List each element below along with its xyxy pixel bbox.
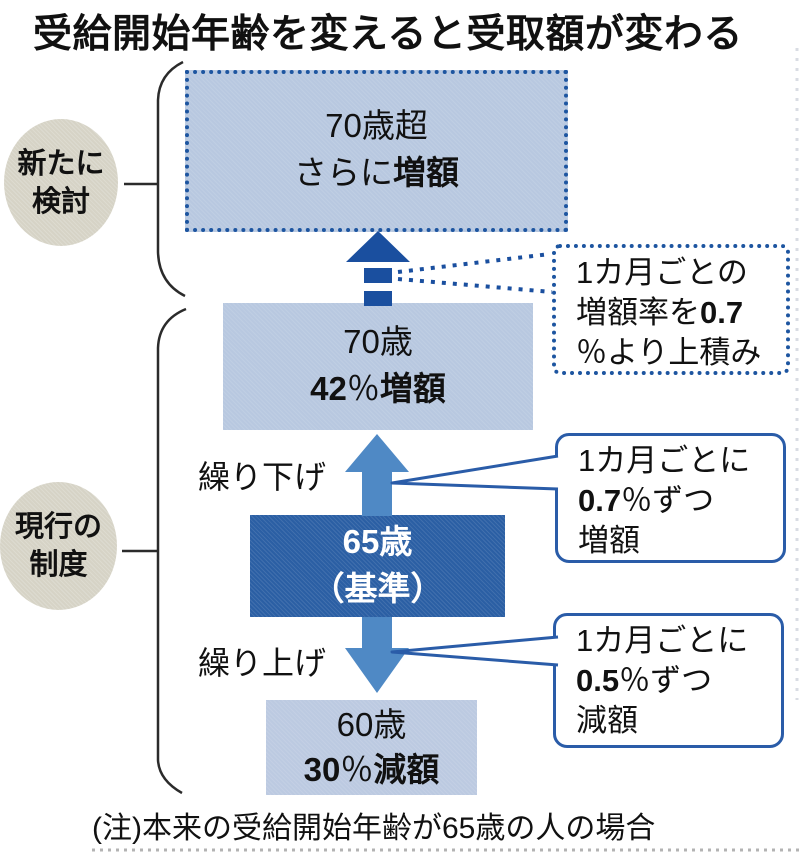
- callout-defer-line2-bold: 0.7: [578, 483, 622, 518]
- box-age-70-age: 70歳: [343, 323, 413, 360]
- box-age-60-effect: 30％減額: [266, 747, 477, 792]
- box-age-60-pct-sign: ％: [340, 751, 374, 788]
- bracket-current-icon: [122, 307, 187, 795]
- callout-over-70-line2-bold: 0.7: [700, 295, 744, 330]
- side-label-new-review-line2: 検討: [31, 185, 90, 218]
- box-over-70-effect: さらに増額: [189, 149, 564, 196]
- box-over-70-effect-bold: 増額: [393, 154, 459, 191]
- callout-over-70-line1: 1カ月ごとの: [576, 255, 748, 290]
- box-age-70-effect: 42％増額: [223, 365, 533, 412]
- box-age-70: 70歳 42％増額: [223, 303, 533, 430]
- callout-over-70-line2-normal: 増額率を: [576, 295, 700, 330]
- box-age-65-age: 65歳: [342, 523, 413, 560]
- callout-advance-line2-bold: 0.5: [576, 663, 620, 698]
- callout-advance-line2-normal: ％ずつ: [619, 663, 713, 698]
- label-defer: 繰り下げ: [198, 459, 327, 495]
- box-over-70-effect-prefix: さらに: [294, 154, 393, 191]
- box-age-65-basis: （基準）: [311, 570, 444, 607]
- side-label-current-system-line1: 現行の: [14, 511, 102, 543]
- box-age-70-pct: 42: [310, 370, 347, 407]
- callout-defer-tail-icon: [390, 454, 559, 491]
- callout-advance-line2: 0.5％ずつ: [576, 661, 781, 701]
- callout-defer-line1: 1カ月ごとに: [578, 443, 751, 478]
- box-age-60: 60歳 30％減額: [266, 700, 477, 795]
- callout-defer-line2: 0.7％ずつ: [578, 481, 783, 521]
- box-age-65-base: 65歳 （基準）: [250, 515, 505, 617]
- callout-advance-line1: 1カ月ごとに: [576, 623, 749, 658]
- callout-advance: 1カ月ごとに 0.5％ずつ 減額: [553, 613, 784, 748]
- callout-defer-line2-normal: ％ずつ: [621, 483, 715, 518]
- dashed-up-arrow-icon: [346, 231, 410, 306]
- box-over-70-age: 70歳超: [325, 107, 428, 144]
- box-age-70-pct-sign: ％: [346, 370, 380, 407]
- callout-defer-line3: 増額: [578, 523, 640, 558]
- callout-advance-tail-icon: [390, 635, 559, 667]
- side-label-new-review-line1: 新たに: [17, 147, 105, 180]
- page-title: 受給開始年齢を変えると受取額が変わる: [33, 13, 743, 56]
- bracket-new-icon: [124, 60, 186, 298]
- down-arrow-icon: [345, 617, 409, 693]
- callout-over-70-line2: 増額率を0.7: [576, 293, 786, 333]
- dotted-connector-icon: [397, 252, 553, 294]
- box-age-70-effect-bold: 増額: [379, 370, 446, 407]
- footnote: (注)本来の受給開始年齢が65歳の人の場合: [92, 812, 656, 845]
- callout-defer: 1カ月ごとに 0.7％ずつ 増額: [555, 433, 786, 563]
- box-age-60-pct: 30: [303, 751, 341, 788]
- callout-over-70: 1カ月ごとの 増額率を0.7 ％より上積み: [552, 244, 790, 375]
- callout-advance-line3: 減額: [576, 703, 638, 738]
- callout-over-70-line3: ％より上積み: [576, 335, 762, 370]
- box-age-60-age: 60歳: [336, 706, 407, 743]
- side-label-current-system-line2: 制度: [29, 549, 88, 581]
- side-label-new-review: 新たに 検討: [4, 119, 118, 246]
- box-over-70: 70歳超 さらに増額: [185, 70, 568, 232]
- side-label-current-system: 現行の 制度: [0, 482, 117, 610]
- box-age-60-effect-bold: 減額: [373, 751, 440, 788]
- up-arrow-icon: [345, 434, 409, 516]
- label-advance: 繰り上げ: [198, 645, 327, 681]
